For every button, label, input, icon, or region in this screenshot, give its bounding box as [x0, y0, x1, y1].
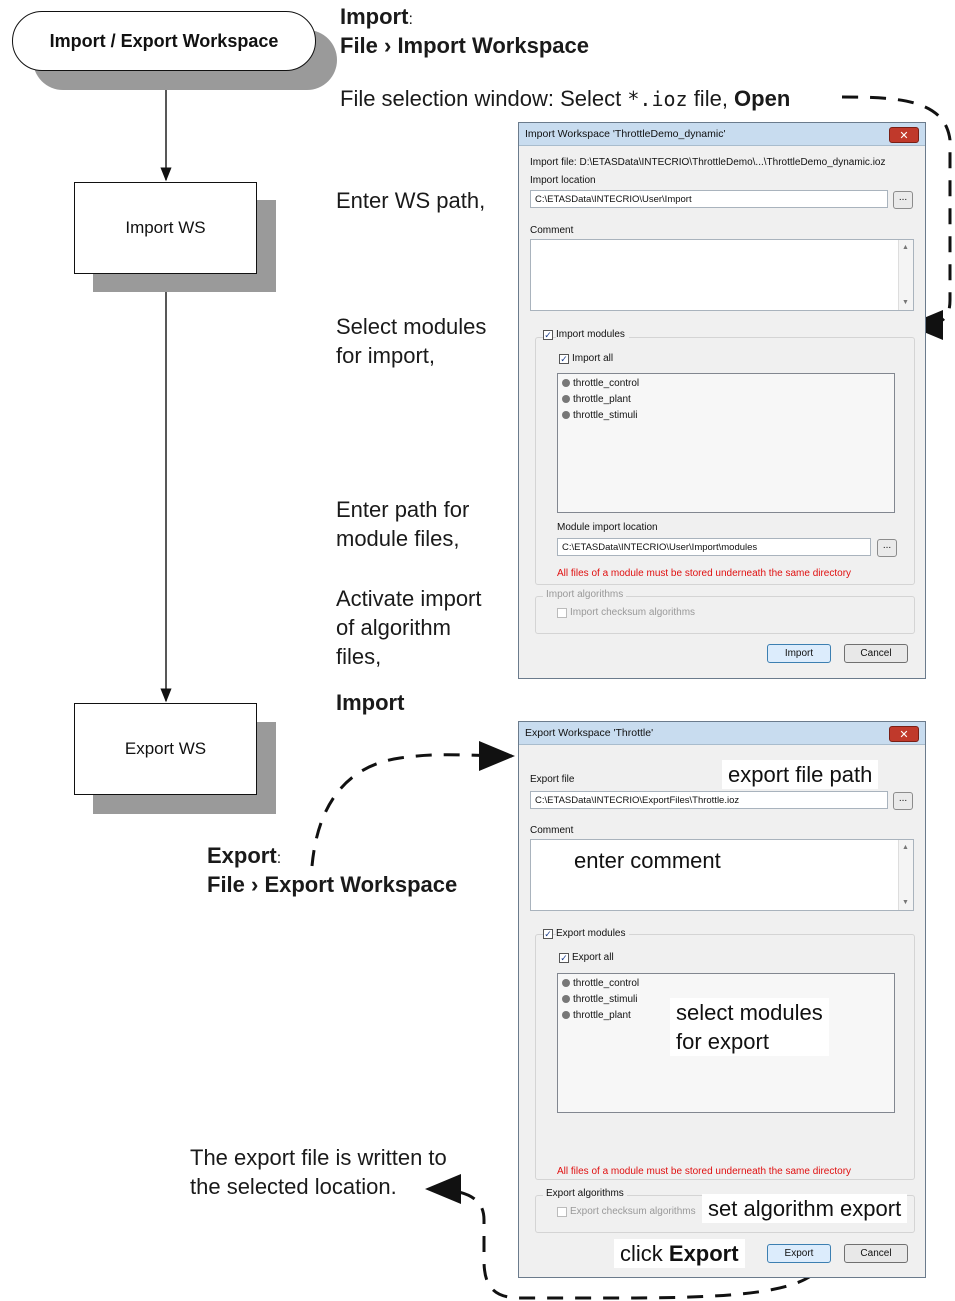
module-icon	[562, 411, 570, 419]
module-icon	[562, 395, 570, 403]
list-item[interactable]: throttle_plant	[562, 1010, 631, 1021]
export-checksum-label: Export checksum algorithms	[570, 1206, 696, 1217]
comment-label: Comment	[530, 225, 574, 236]
import-file-row: Import file: D:\ETASData\INTECRIO\Thrott…	[530, 157, 886, 168]
close-icon[interactable]: ✕	[889, 726, 919, 742]
export-file-input[interactable]: C:\ETASData\INTECRIO\ExportFiles\Throttl…	[530, 791, 888, 809]
export-file-label: Export file	[530, 774, 575, 785]
close-icon[interactable]: ✕	[889, 127, 919, 143]
import-modules-label: Import modules	[556, 329, 629, 340]
export-dialog-title: Export Workspace 'Throttle'	[525, 727, 654, 739]
cancel-button[interactable]: Cancel	[844, 1244, 908, 1263]
import-modules-checkbox[interactable]: ✓	[543, 330, 553, 340]
set-algorithm-callout: set algorithm export	[702, 1194, 908, 1223]
click-export-callout: click Export	[614, 1239, 745, 1268]
dashed-arrow-export-menu	[310, 740, 515, 867]
module-location-browse-button[interactable]: ...	[877, 539, 897, 557]
import-checksum-label: Import checksum algorithms	[570, 607, 696, 618]
export-button[interactable]: Export	[767, 1244, 831, 1263]
dashed-arrow-open	[841, 95, 952, 340]
import-module-list[interactable]: throttle_control throttle_plant throttle…	[557, 373, 895, 513]
comment-scrollbar[interactable]: ▲▼	[898, 240, 913, 310]
export-file-browse-button[interactable]: ...	[893, 792, 913, 810]
import-checksum-checkbox[interactable]	[557, 608, 567, 618]
import-ws-label: Import WS	[125, 218, 206, 237]
comment-textarea[interactable]: ▲▼	[530, 239, 914, 311]
list-item[interactable]: throttle_plant	[562, 394, 631, 405]
module-location-label: Module import location	[557, 522, 658, 533]
comment-label: Comment	[530, 825, 574, 836]
export-ws-label: Export WS	[124, 739, 207, 758]
list-item[interactable]: throttle_control	[562, 378, 639, 389]
import-location-browse-button[interactable]: ...	[893, 191, 913, 209]
export-heading: Export:	[207, 843, 282, 868]
export-dialog-titlebar: Export Workspace 'Throttle' ✕	[519, 722, 925, 745]
file-selection-note: File selection window: Select *.ioz file…	[340, 86, 791, 111]
start-node: Import / Export Workspace	[12, 11, 316, 71]
enter-comment-callout: enter comment	[568, 846, 727, 875]
import-all-label: Import all	[572, 353, 614, 364]
module-icon	[562, 1011, 570, 1019]
export-path-callout: export file path	[722, 760, 879, 789]
list-item[interactable]: throttle_stimuli	[562, 994, 637, 1005]
import-final-note: Import	[336, 690, 405, 715]
cancel-button[interactable]: Cancel	[844, 644, 908, 663]
export-modules-label: Export modules	[556, 928, 630, 939]
import-algorithms-label: Import algorithms	[543, 589, 627, 600]
module-icon	[562, 995, 570, 1003]
export-modules-checkbox[interactable]: ✓	[543, 929, 553, 939]
start-node-label: Import / Export Workspace	[49, 30, 279, 51]
module-location-input[interactable]: C:\ETASData\INTECRIO\User\Import\modules	[557, 538, 871, 556]
export-modules-group	[535, 934, 915, 1180]
import-algorithms-group	[535, 596, 915, 634]
module-icon	[562, 379, 570, 387]
import-button[interactable]: Import	[767, 644, 831, 663]
list-item[interactable]: throttle_stimuli	[562, 410, 637, 421]
import-dialog-titlebar: Import Workspace 'ThrottleDemo_dynamic' …	[519, 123, 925, 146]
import-heading: Import:	[340, 4, 413, 29]
import-dialog: Import Workspace 'ThrottleDemo_dynamic' …	[518, 122, 926, 679]
export-ws-node: Export WS	[74, 703, 257, 795]
import-location-input[interactable]: C:\ETASData\INTECRIO\User\Import	[530, 190, 888, 208]
export-all-checkbox[interactable]: ✓	[559, 953, 569, 963]
import-ws-node: Import WS	[74, 182, 257, 274]
module-icon	[562, 979, 570, 987]
comment-scrollbar[interactable]: ▲▼	[898, 840, 913, 910]
export-all-label: Export all	[572, 952, 614, 963]
import-warning-text: All files of a module must be stored und…	[557, 568, 852, 579]
export-checksum-checkbox[interactable]	[557, 1207, 567, 1217]
export-warning-text: All files of a module must be stored und…	[557, 1166, 852, 1177]
import-location-label: Import location	[530, 175, 596, 186]
enter-ws-path-note: Enter WS path,	[336, 188, 486, 213]
import-modules-group	[535, 337, 915, 585]
import-menu-path: File › Import Workspace	[340, 33, 589, 58]
export-menu-path: File › Export Workspace	[207, 872, 458, 897]
import-dialog-title: Import Workspace 'ThrottleDemo_dynamic'	[525, 128, 726, 140]
import-all-checkbox[interactable]: ✓	[559, 354, 569, 364]
list-item[interactable]: throttle_control	[562, 978, 639, 989]
export-algorithms-label: Export algorithms	[543, 1188, 627, 1199]
